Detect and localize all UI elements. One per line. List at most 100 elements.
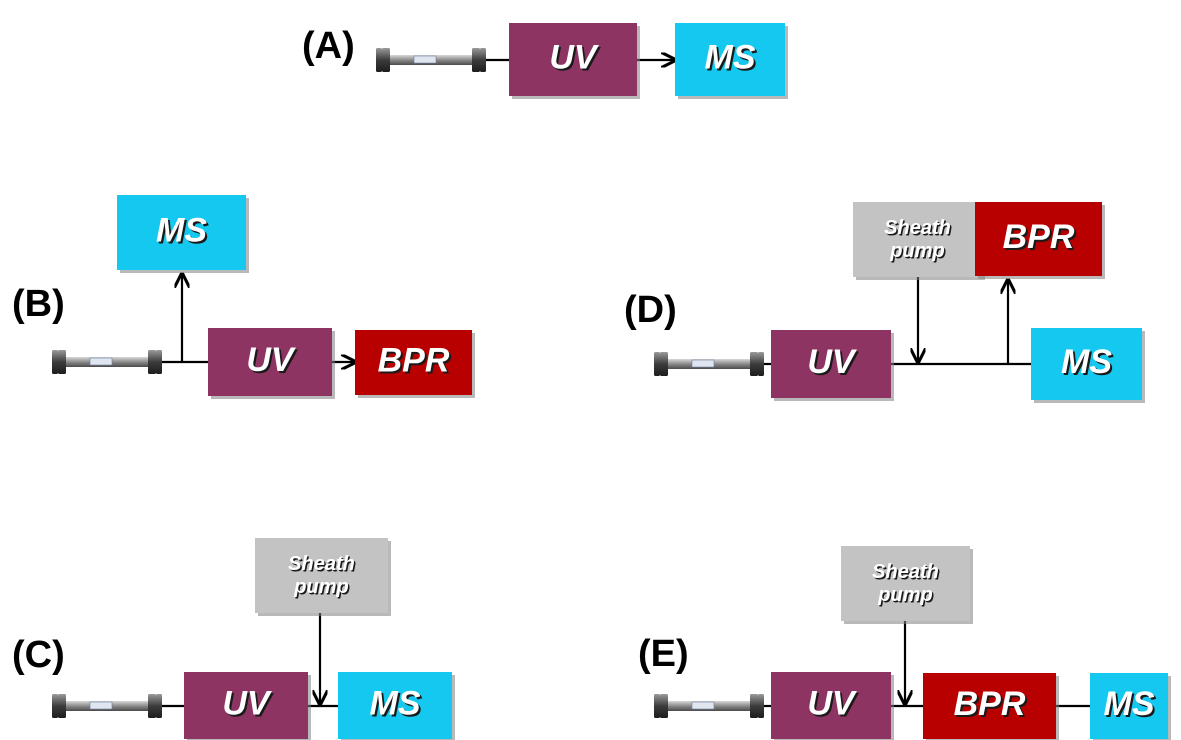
panel-e-column-tag <box>691 701 715 710</box>
panel-c-sheath-pump-box-label-line1: Sheath <box>288 553 355 575</box>
panel-d-bpr-box-body <box>975 202 1102 276</box>
panel-b-uv-box-text-shadow: UV <box>248 343 299 381</box>
panel-d-uv-box-label: UV <box>807 343 858 381</box>
panel-e-sheath-pump-box-text-shadow: pump <box>879 585 934 607</box>
panel-a-uv-box-text-shadow: UV <box>551 40 602 78</box>
panel-b-bpr-box-body <box>355 330 472 395</box>
panel-e-column-fitting-left-outer <box>654 694 660 718</box>
panel-a-column-tag <box>413 55 437 64</box>
panel-d-bpr-box-label: BPR <box>1003 218 1075 256</box>
panel-e-column-fitting-right-outer <box>758 694 764 718</box>
panel-c-uv-box-text-shadow: UV <box>224 686 275 724</box>
panel-d-uv-box-body <box>771 330 891 398</box>
panel-b-column-tag <box>89 357 113 366</box>
panel-a-column-fitting-left-inner <box>382 48 390 72</box>
panel-c-ms-box-label: MS <box>370 684 421 722</box>
panel-b-column-fitting-left-outer <box>52 350 58 374</box>
panel-d-uv-box-text-shadow: UV <box>809 345 860 383</box>
panel-d-column <box>654 352 764 376</box>
panel-e-bpr-box-body <box>923 673 1056 739</box>
panel-b-column-fitting-left-inner <box>58 350 66 374</box>
panel-b-column-fitting-right-outer <box>156 350 162 374</box>
panel-a-uv-box-label: UV <box>549 38 600 76</box>
panel-e-ms-box-body <box>1090 673 1168 739</box>
panel-c-column-fitting-right-inner <box>148 694 156 718</box>
panel-c-column-fitting-left-outer <box>52 694 58 718</box>
panel-label-b: (B) <box>12 283 65 325</box>
panel-e-column-fitting-left-inner <box>660 694 668 718</box>
panel-c-column-tag <box>89 701 113 710</box>
panel-e-column-fitting-right-inner <box>750 694 758 718</box>
panel-b-ms-box-text-shadow: MS <box>158 213 209 251</box>
panel-b-column-fitting-right-inner <box>148 350 156 374</box>
panel-label-c: (C) <box>12 634 65 676</box>
panel-c-sheath-pump-box-text-shadow: Sheath <box>290 554 357 576</box>
panel-d-column-fitting-left-outer <box>654 352 660 376</box>
panel-b-ms-box-body <box>117 195 246 270</box>
panel-e-column <box>654 694 764 718</box>
panel-c-column-fitting-left-inner <box>58 694 66 718</box>
panel-b-ms-box-label: MS <box>156 211 207 249</box>
panel-d-sheath-pump-box-body <box>853 202 982 277</box>
panel-a-column-fitting-right-outer <box>480 48 486 72</box>
panel-e-sheath-pump-box-body <box>841 546 970 621</box>
panel-d-bpr-box-text-shadow: BPR <box>1005 220 1077 258</box>
panel-e-ms-box-text-shadow: MS <box>1106 687 1157 725</box>
panel-d-ms-box-label: MS <box>1061 343 1112 381</box>
panel-e-uv-box-body <box>771 672 891 739</box>
panel-a-column-fitting-left-outer <box>376 48 382 72</box>
panel-e-uv-box-text-shadow: UV <box>809 686 860 724</box>
panel-c-sheath-pump-box-label-line2: pump <box>293 576 348 598</box>
panel-b-column <box>52 350 162 374</box>
panel-a-ms-box-text-shadow: MS <box>707 40 758 78</box>
panel-e-uv-box-label: UV <box>807 684 858 722</box>
panel-c-column <box>52 694 162 718</box>
panel-e-sheath-pump-box-label-line2: pump <box>877 584 932 606</box>
panel-d-column-tag <box>691 359 715 368</box>
panel-d-column-fitting-right-inner <box>750 352 758 376</box>
panel-c-sheath-pump-box-body <box>255 538 388 613</box>
panel-d-column-fitting-right-outer <box>758 352 764 376</box>
panel-a-uv-box-body <box>509 23 637 96</box>
panel-b-uv-box-label: UV <box>246 341 297 379</box>
panel-d-sheath-pump-box-text-shadow: pump <box>891 241 946 263</box>
panel-c-ms-box-body <box>338 672 452 739</box>
panel-a-column <box>376 48 486 72</box>
panel-c-column-fitting-right-outer <box>156 694 162 718</box>
panel-c-sheath-pump-box-text-shadow: pump <box>295 577 350 599</box>
panel-a-column-fitting-right-inner <box>472 48 480 72</box>
panel-label-a: (A) <box>302 25 355 67</box>
connector-layer <box>162 60 1090 708</box>
panel-d-sheath-pump-box-label-line1: Sheath <box>884 217 951 239</box>
panel-e-ms-box-label: MS <box>1104 685 1155 723</box>
panel-d-ms-box-body <box>1031 328 1142 400</box>
panel-b-bpr-box-text-shadow: BPR <box>380 343 452 381</box>
panel-e-sheath-pump-box-label-line1: Sheath <box>872 561 939 583</box>
panel-e-bpr-box-label: BPR <box>954 685 1026 723</box>
panel-d-sheath-pump-box-label-line2: pump <box>889 240 944 262</box>
panel-c-ms-box-text-shadow: MS <box>372 686 423 724</box>
panel-d-ms-box-text-shadow: MS <box>1063 345 1114 383</box>
panel-e-sheath-pump-box-text-shadow: Sheath <box>874 562 941 584</box>
panel-label-d: (D) <box>624 289 677 331</box>
panel-c-uv-box-body <box>184 672 308 739</box>
panel-a-ms-box-label: MS <box>705 38 756 76</box>
